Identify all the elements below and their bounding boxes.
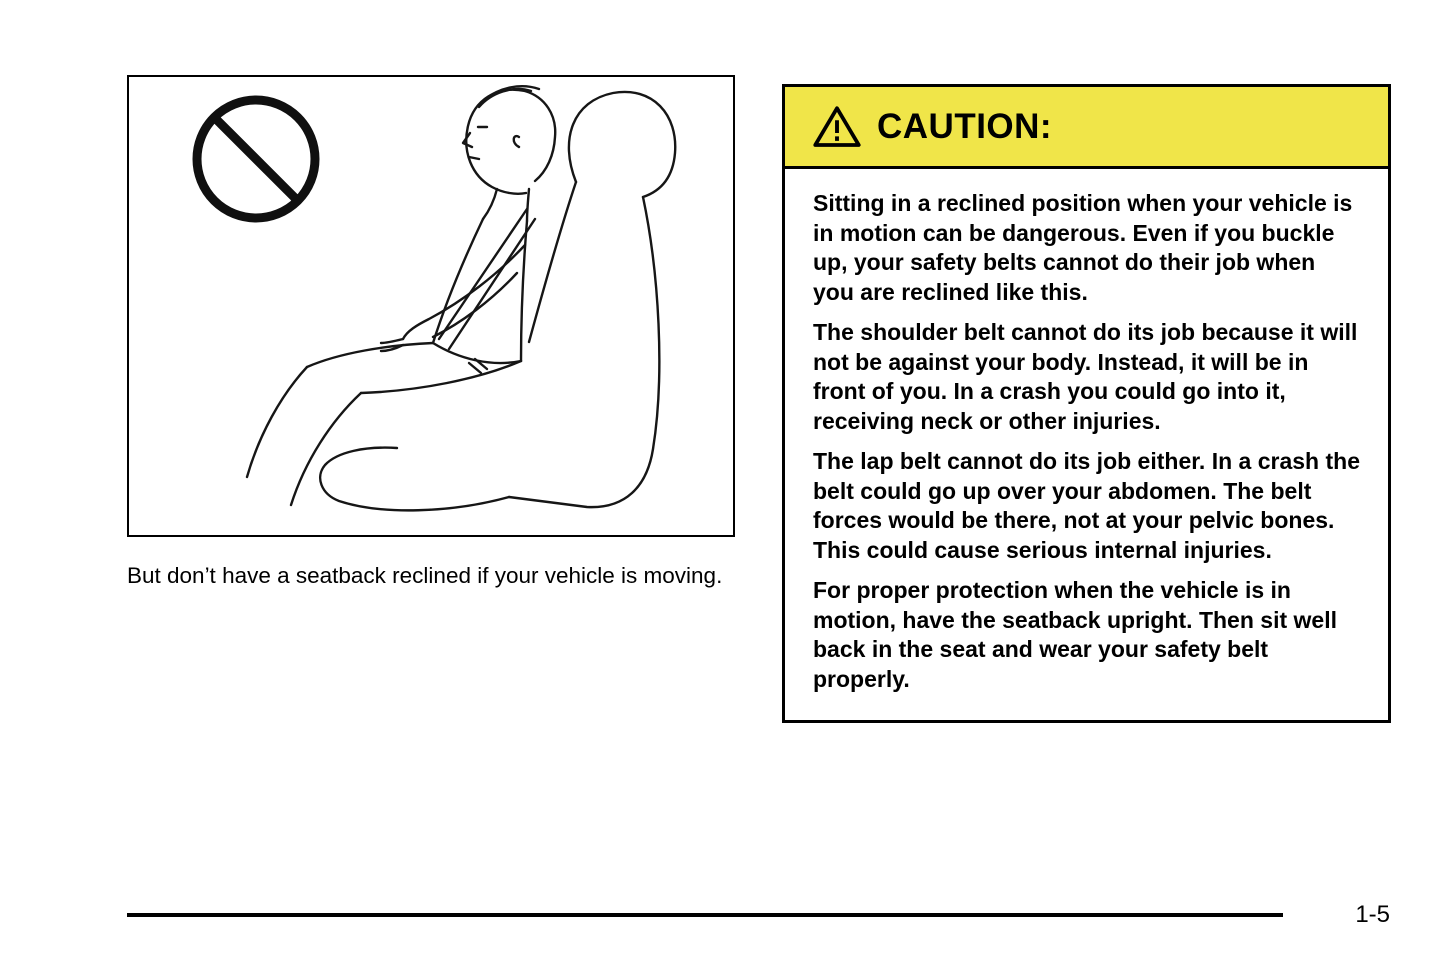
warning-triangle-icon bbox=[813, 105, 861, 147]
reclined-seat-illustration bbox=[192, 85, 677, 512]
footer-rule bbox=[127, 913, 1283, 917]
caution-paragraph: The shoulder belt cannot do its job beca… bbox=[813, 319, 1358, 434]
person-sketch bbox=[245, 85, 557, 507]
caution-title: CAUTION: bbox=[877, 106, 1053, 146]
caution-box: CAUTION: Sitting in a reclined position … bbox=[782, 84, 1391, 723]
caution-header: CAUTION: bbox=[785, 87, 1388, 169]
figure-caption: But don’t have a seatback reclined if yo… bbox=[127, 563, 723, 588]
seat-sketch bbox=[319, 90, 677, 512]
caution-paragraph: For proper protection when the vehicle i… bbox=[813, 577, 1337, 692]
caution-paragraph: The lap belt cannot do its job either. I… bbox=[813, 448, 1360, 563]
page-number: 1-5 bbox=[1355, 901, 1390, 928]
caution-paragraph: Sitting in a reclined position when your… bbox=[813, 190, 1353, 305]
caution-body: Sitting in a reclined position when your… bbox=[785, 169, 1388, 720]
no-symbol-icon bbox=[192, 95, 320, 223]
figure-reclined-seat bbox=[127, 75, 735, 537]
